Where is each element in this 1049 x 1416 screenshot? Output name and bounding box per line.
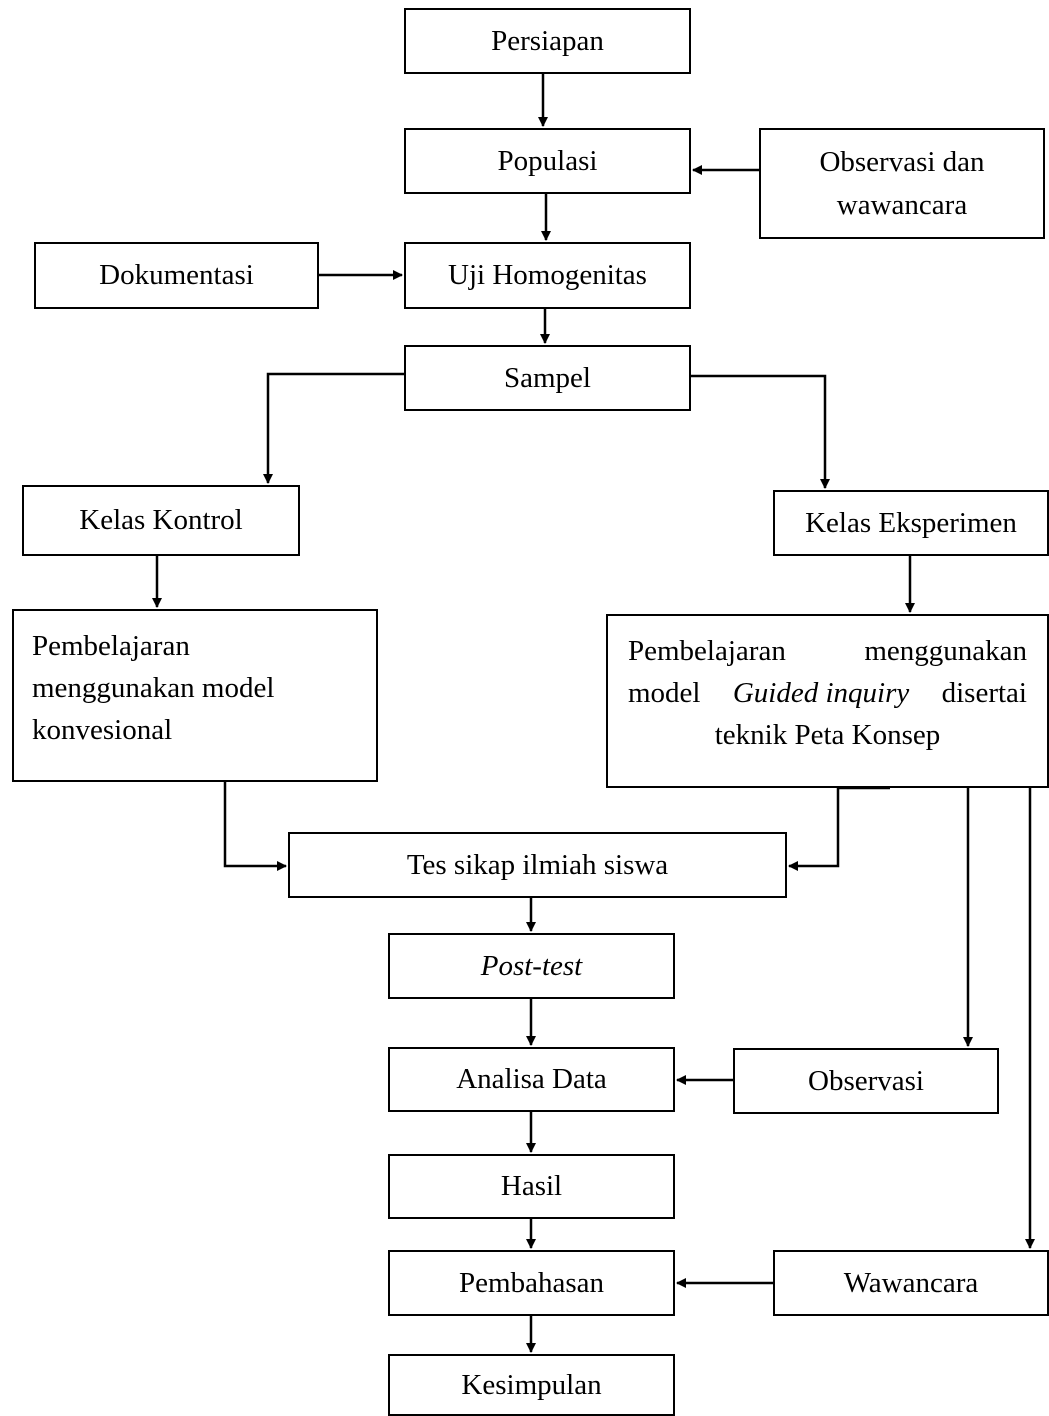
node-observasi-wawancara-line1: Observasi dan: [819, 146, 985, 179]
arrow-pembelajaran-kontrol-tes: [223, 782, 287, 871]
text-disertai: disertai: [941, 677, 1027, 710]
node-dokumentasi: Dokumentasi: [34, 242, 319, 309]
node-pembelajaran-eksperimen-line1: Pembelajaran menggunakan: [628, 630, 1027, 672]
text-menggunakan: menggunakan: [864, 635, 1027, 667]
node-pembahasan: Pembahasan: [388, 1250, 675, 1316]
node-post-test: Post-test: [388, 933, 675, 999]
text-teknik-peta-konsep: teknik Peta Konsep: [714, 719, 941, 752]
arrow-pembelajaran-eksperimen-tes: [788, 786, 890, 871]
node-observasi-label: Observasi: [808, 1064, 924, 1097]
node-hasil: Hasil: [388, 1154, 675, 1219]
node-kelas-eksperimen-label: Kelas Eksperimen: [805, 506, 1017, 539]
node-observasi-wawancara-line2: wawancara: [836, 188, 968, 221]
node-post-test-label: Post-test: [480, 949, 583, 982]
node-sampel-label: Sampel: [504, 361, 591, 394]
node-tes-sikap: Tes sikap ilmiah siswa: [288, 832, 787, 898]
text-model: model: [628, 677, 701, 710]
node-sampel: Sampel: [404, 345, 691, 411]
node-persiapan-label: Persiapan: [491, 24, 604, 57]
node-wawancara: Wawancara: [773, 1250, 1049, 1316]
node-pembelajaran-kontrol-line3: konvesional: [32, 714, 173, 747]
node-populasi: Populasi: [404, 128, 691, 194]
node-uji-homogenitas: Uji Homogenitas: [404, 242, 691, 309]
node-kesimpulan-label: Kesimpulan: [461, 1368, 602, 1401]
node-kelas-kontrol: Kelas Kontrol: [22, 485, 300, 556]
node-kesimpulan: Kesimpulan: [388, 1354, 675, 1416]
node-hasil-label: Hasil: [500, 1170, 563, 1203]
node-kelas-eksperimen: Kelas Eksperimen: [773, 490, 1049, 556]
node-tes-sikap-label: Tes sikap ilmiah siswa: [406, 848, 669, 881]
node-pembelajaran-kontrol-line1: Pembelajaran: [32, 630, 190, 662]
text-guided-inquiry: Guided inquiry: [732, 677, 910, 710]
node-pembelajaran-kontrol: Pembelajaran menggunakan model konvesion…: [12, 609, 378, 782]
node-uji-homogenitas-label: Uji Homogenitas: [448, 259, 647, 292]
node-pembelajaran-eksperimen: Pembelajaran menggunakan model Guided in…: [606, 614, 1049, 788]
node-observasi-wawancara: Observasi dan wawancara: [759, 128, 1045, 239]
node-persiapan: Persiapan: [404, 8, 691, 74]
node-pembahasan-label: Pembahasan: [459, 1266, 604, 1299]
arrow-sampel-eksperimen: [691, 374, 830, 489]
text-pembelajaran: Pembelajaran: [628, 635, 786, 667]
node-observasi: Observasi: [733, 1048, 999, 1114]
node-pembelajaran-eksperimen-line2: model Guided inquiry disertai: [628, 672, 1027, 714]
arrow-sampel-kontrol: [263, 372, 404, 484]
node-kelas-kontrol-label: Kelas Kontrol: [79, 504, 243, 537]
node-dokumentasi-label: Dokumentasi: [99, 259, 254, 292]
node-wawancara-label: Wawancara: [843, 1266, 979, 1299]
node-analisa-data: Analisa Data: [388, 1047, 675, 1112]
node-analisa-data-label: Analisa Data: [456, 1063, 607, 1096]
node-populasi-label: Populasi: [497, 144, 598, 177]
node-pembelajaran-eksperimen-line3: teknik Peta Konsep: [628, 714, 1027, 756]
node-pembelajaran-kontrol-line2: menggunakan model: [32, 672, 275, 705]
